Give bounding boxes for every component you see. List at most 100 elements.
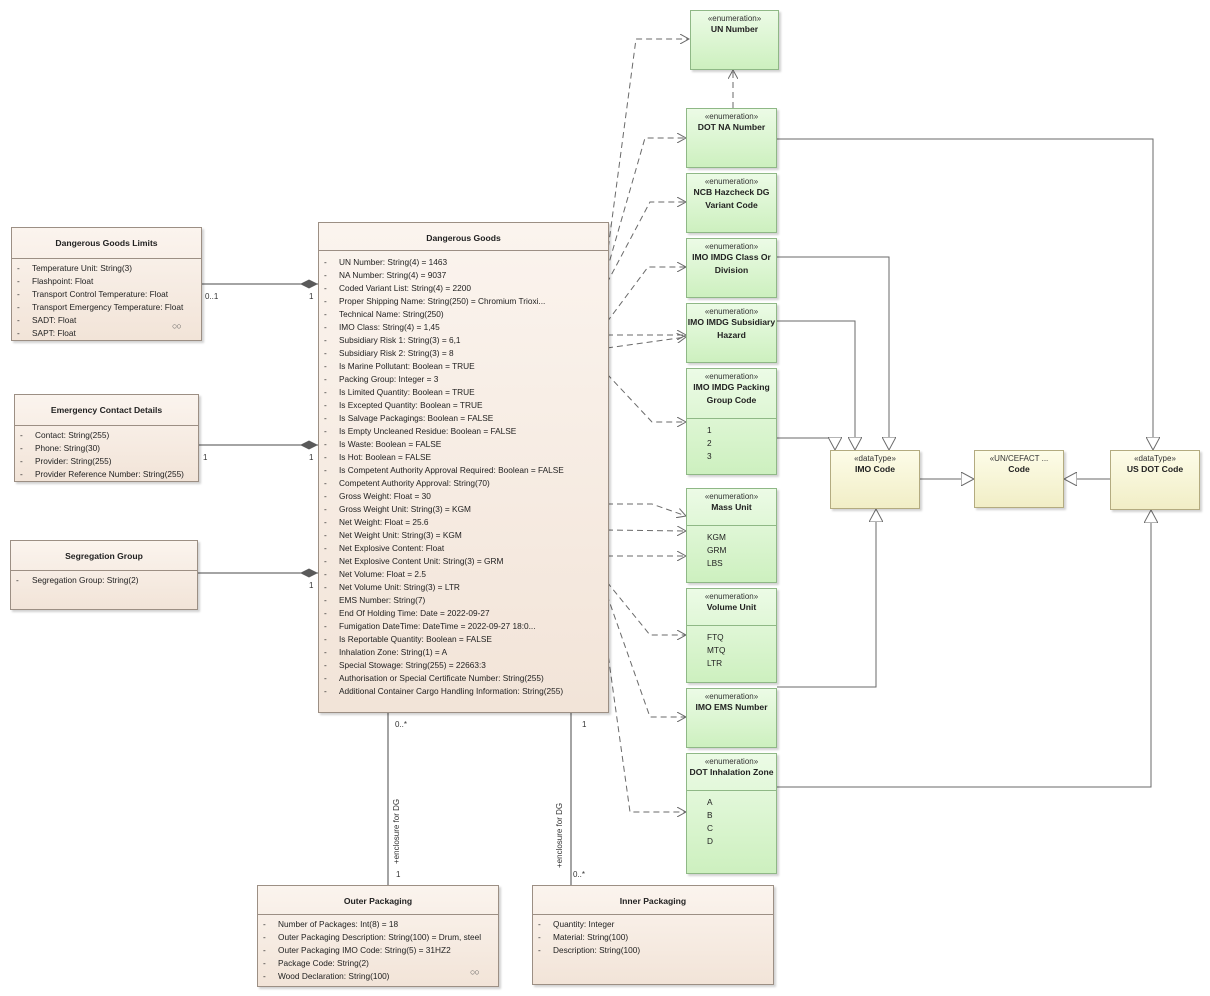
class-title: Emergency Contact Details [50,405,163,415]
attribute: Net Volume: Float = 2.5 [319,568,608,581]
attribute: Gross Weight Unit: String(3) = KGM [319,503,608,516]
stereotype-label: «dataType» [1134,454,1176,463]
enum-imo-class[interactable]: «enumeration» IMO IMDG Class Or Division [686,238,777,298]
datatype-title: Code [1008,464,1030,474]
enum-header: «enumeration» UN Number [691,14,778,36]
attribute: Net Weight Unit: String(3) = KGM [319,529,608,542]
multiplicity-label: 1 [203,453,208,462]
enum-literal: C [707,823,713,833]
enum-title: DOT Inhalation Zone [689,767,774,777]
attribute: Packing Group: Integer = 3 [319,373,608,386]
attribute: EMS Number: String(7) [319,594,608,607]
attribute: Is Marine Pollutant: Boolean = TRUE [319,360,608,373]
class-emergency-contact-details[interactable]: Emergency Contact Details Contact: Strin… [14,394,199,482]
attribute: UN Number: String(4) = 1463 [319,256,608,269]
composition-links [197,283,572,886]
class-outer-packaging[interactable]: Outer Packaging Number of Packages: Int(… [257,885,499,987]
enum-mass-unit[interactable]: «enumeration» Mass Unit KGM GRM LBS [686,488,777,583]
attribute: Coded Variant List: String(4) = 2200 [319,282,608,295]
literal-list: 1 2 3 [687,418,776,463]
stereotype-label: «enumeration» [704,372,759,381]
datatype-imo-code[interactable]: «dataType» IMO Code [830,450,920,509]
datatype-us-dot-code[interactable]: «dataType» US DOT Code [1110,450,1200,510]
class-inner-packaging[interactable]: Inner Packaging Quantity: Integer Materi… [532,885,774,985]
enum-header: «enumeration» IMO EMS Number [687,692,776,714]
enum-literal: B [707,810,713,820]
attribute: Is Limited Quantity: Boolean = TRUE [319,386,608,399]
attribute: Is Hot: Boolean = FALSE [319,451,608,464]
attribute: Number of Packages: Int(8) = 18 [258,918,498,931]
datatype-header: «dataType» US DOT Code [1111,454,1199,476]
class-title: Dangerous Goods Limits [55,238,158,248]
attribute: Material: String(100) [533,931,773,944]
stereotype-label: «enumeration» [704,177,759,186]
limits-diamond [300,279,318,289]
stereotype-label: «enumeration» [704,492,759,501]
datatype-code[interactable]: «UN/CEFACT ... Code [974,450,1064,508]
enum-title: Volume Unit [706,602,757,612]
enum-title: Mass Unit [711,502,752,512]
stereotype-label: «enumeration» [704,307,759,316]
attribute: Is Waste: Boolean = FALSE [319,438,608,451]
attribute: Net Explosive Content Unit: String(3) = … [319,555,608,568]
attribute: Contact: String(255) [15,429,198,442]
attribute-list: Temperature Unit: String(3) Flashpoint: … [12,258,201,340]
attribute: Quantity: Integer [533,918,773,931]
class-dangerous-goods[interactable]: Dangerous Goods UN Number: String(4) = 1… [318,222,609,713]
generalization-links [777,138,1153,788]
enum-literal: FTQ [707,632,724,642]
multiplicity-label: 1 [396,870,401,879]
enum-literal: 3 [707,451,712,461]
attribute: Wood Declaration: String(100) [258,970,498,983]
class-dangerous-goods-limits[interactable]: Dangerous Goods Limits Temperature Unit:… [11,227,202,341]
role-label: +enclosure for DG [392,798,401,864]
attribute: Is Reportable Quantity: Boolean = FALSE [319,633,608,646]
attribute: Technical Name: String(250) [319,308,608,321]
attribute: Flashpoint: Float [12,275,201,288]
enum-imo-ems-number[interactable]: «enumeration» IMO EMS Number [686,688,777,748]
enum-title: IMO IMDG Packing Group Code [693,382,770,405]
attribute: Is Competent Authority Approval Required… [319,464,608,477]
stereotype-label: «enumeration» [704,242,759,251]
datatype-header: «UN/CEFACT ... Code [975,454,1063,476]
attribute: SAPT: Float [12,327,201,340]
enum-literal: 1 [707,425,712,435]
multiplicity-label: 0..1 [205,292,219,301]
class-segregation-group[interactable]: Segregation Group Segregation Group: Str… [10,540,198,610]
attribute: Gross Weight: Float = 30 [319,490,608,503]
datatype-header: «dataType» IMO Code [831,454,919,476]
emergency-diamond [300,440,318,450]
role-label: +enclosure for DG [555,802,564,868]
attribute: SADT: Float [12,314,201,327]
attribute: Is Excepted Quantity: Boolean = TRUE [319,399,608,412]
enum-imo-subsidiary[interactable]: «enumeration» IMO IMDG Subsidiary Hazard [686,303,777,363]
enum-dot-na-number[interactable]: «enumeration» DOT NA Number [686,108,777,168]
chain-icon: ○○ [172,321,182,331]
attribute: Provider: String(255) [15,455,198,468]
attribute: NA Number: String(4) = 9037 [319,269,608,282]
datatype-title: US DOT Code [1126,464,1184,474]
enum-ncb-hazcheck[interactable]: «enumeration» NCB Hazcheck DG Variant Co… [686,173,777,233]
stereotype-label: «enumeration» [704,592,759,601]
enum-header: «enumeration» IMO IMDG Class Or Division [687,242,776,277]
enum-volume-unit[interactable]: «enumeration» Volume Unit FTQ MTQ LTR [686,588,777,683]
enum-un-number[interactable]: «enumeration» UN Number [690,10,779,70]
enum-dot-inhalation-zone[interactable]: «enumeration» DOT Inhalation Zone A B C … [686,753,777,874]
attribute: Competent Authority Approval: String(70) [319,477,608,490]
enum-header: «enumeration» IMO IMDG Subsidiary Hazard [687,307,776,342]
attribute: Phone: String(30) [15,442,198,455]
attribute: Temperature Unit: String(3) [12,262,201,275]
multiplicity-label: 1 [309,453,314,462]
enum-literal: LTR [707,658,723,668]
enum-title: IMO IMDG Class Or Division [692,252,771,275]
multiplicity-label: 1 [309,292,314,301]
attribute-list: UN Number: String(4) = 1463 NA Number: S… [319,250,608,698]
class-title: Outer Packaging [343,896,413,906]
enum-header: «enumeration» DOT Inhalation Zone [687,757,776,790]
attribute: Transport Control Temperature: Float [12,288,201,301]
attribute: Special Stowage: String(255) = 22663:3 [319,659,608,672]
enum-imo-packing-group[interactable]: «enumeration» IMO IMDG Packing Group Cod… [686,368,777,475]
attribute: IMO Class: String(4) = 1,45 [319,321,608,334]
multiplicity-label: 1 [582,720,587,729]
attribute: Inhalation Zone: String(1) = A [319,646,608,659]
